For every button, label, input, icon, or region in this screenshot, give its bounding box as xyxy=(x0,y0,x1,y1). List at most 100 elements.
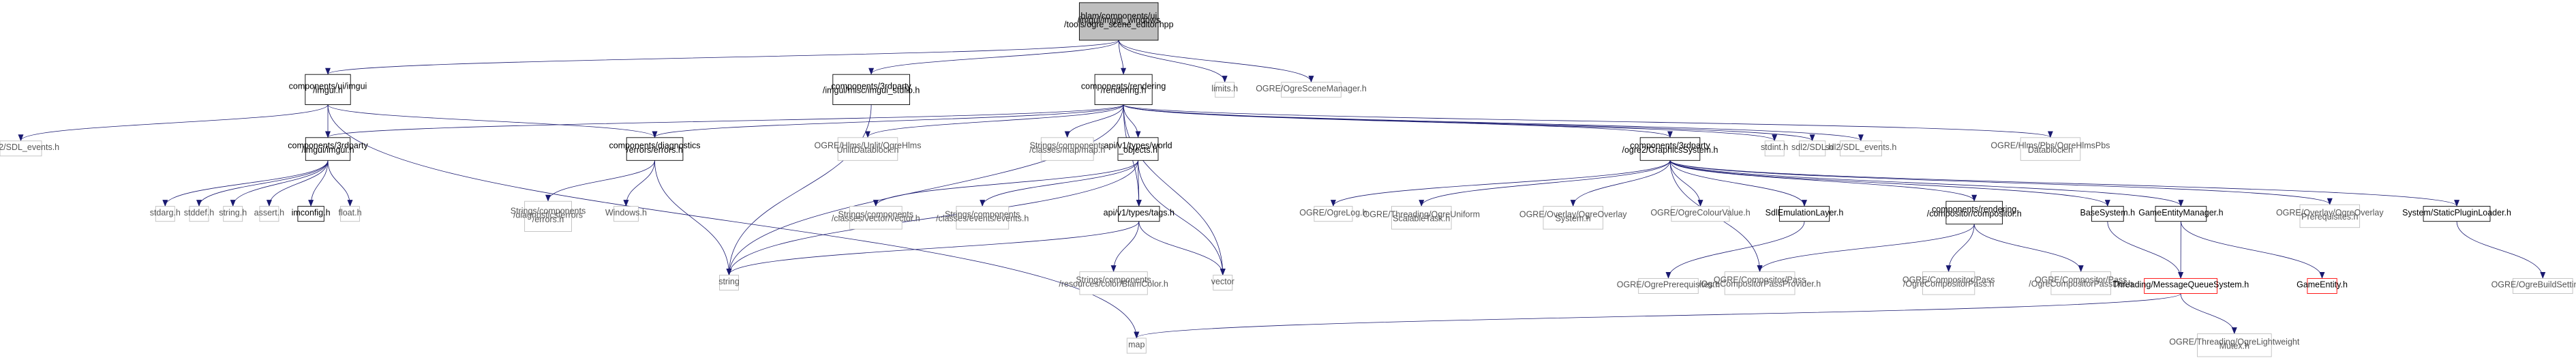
edge-graphics-system-to-ogre-overlay-system xyxy=(1570,160,1671,207)
node-label: BaseSystem.h xyxy=(2080,208,2136,217)
node-box xyxy=(2155,206,2207,222)
node-strings-vector[interactable]: Strings/components/classes/vector/vector… xyxy=(832,206,920,230)
node-label: Threading/MessageQueueSystem.h xyxy=(2112,280,2249,290)
node-sdl2-events-lc[interactable]: sdl2/SDL_events.h xyxy=(1825,140,1896,157)
node-vector[interactable]: vector xyxy=(1211,275,1234,291)
node-label: map xyxy=(1128,340,1145,349)
node-box xyxy=(1094,74,1153,105)
node-stddef[interactable]: stddef.h xyxy=(184,206,215,222)
node-label: OGRE/OgreLog.h xyxy=(1299,208,1367,217)
node-imgui-stdlib[interactable]: components/3rdparty/imgui/misc/imgui_std… xyxy=(823,74,920,105)
node-string-h[interactable]: string.h xyxy=(219,206,247,222)
node-ogre-comp-provider[interactable]: OGRE/Compositor/Pass/OgreCompositorPassP… xyxy=(1699,271,1821,295)
node-ogre-build[interactable]: OGRE/OgreBuildSettings.h xyxy=(2491,278,2576,294)
node-label: components/ui/imgui xyxy=(289,82,367,91)
node-tags-h[interactable]: api/v1/types/tags.h xyxy=(1104,206,1175,222)
node-game-entity[interactable]: GameEntity.h xyxy=(2297,278,2348,294)
node-box xyxy=(837,137,898,161)
node-map[interactable]: map xyxy=(1126,338,1147,354)
node-strings-blamcolor[interactable]: Strings/components/resources/color/BlamC… xyxy=(1059,271,1168,295)
node-ogre-log[interactable]: OGRE/OgreLog.h xyxy=(1299,206,1367,222)
node-stdint-h[interactable]: stdint.h xyxy=(1761,140,1788,157)
node-ogre-prereq[interactable]: OGRE/OgrePrerequisites.h xyxy=(1617,278,1720,294)
node-box xyxy=(524,200,572,232)
edge-static-plugin-to-ogre-build xyxy=(2456,221,2546,279)
node-base-system[interactable]: BaseSystem.h xyxy=(2080,206,2136,222)
node-label: GameEntityManager.h xyxy=(2138,208,2223,217)
node-strings-errors[interactable]: Strings/components/diagnostics/errors/er… xyxy=(511,200,586,232)
node-box xyxy=(1638,278,1699,294)
node-assert-h[interactable]: assert.h xyxy=(254,206,285,222)
edge-graphics-system-to-base-system xyxy=(1669,160,2110,207)
node-windows-h[interactable]: Windows.h xyxy=(605,206,647,222)
node-msg-queue[interactable]: Threading/MessageQueueSystem.h xyxy=(2112,278,2249,294)
node-float-h[interactable]: float.h xyxy=(338,206,362,222)
node-ogre-colour[interactable]: OGRE/OgreColourValue.h xyxy=(1650,206,1751,222)
node-ogre-scene-mgr[interactable]: OGRE/OgreSceneManager.h xyxy=(1256,82,1367,98)
edge-sdl-emulation-to-ogre-prereq xyxy=(1665,221,1805,279)
node-label: components/3rdparty xyxy=(1630,141,1710,151)
edge-imgui-h-to-errors-h xyxy=(327,104,658,138)
node-label: vector xyxy=(1211,277,1234,286)
node-stdarg[interactable]: stdarg.h xyxy=(150,206,181,222)
node-label: System/StaticPluginLoader.h xyxy=(2402,208,2511,217)
node-string[interactable]: string xyxy=(718,275,740,291)
node-sdl-h[interactable]: sdl2/SDL.h xyxy=(1791,140,1833,157)
node-box xyxy=(2091,206,2124,222)
node-imgui-h[interactable]: components/ui/imgui/imgui.h xyxy=(289,74,367,105)
node-box xyxy=(2144,278,2217,294)
node-label: /imgui/imgui_windows xyxy=(1078,16,1161,25)
edge-rendering-h-to-ogre-hlms-unlit xyxy=(865,104,1124,138)
node-imgui-3rd[interactable]: components/3rdparty/imgui/imgui.h xyxy=(288,137,368,161)
node-sdl2-events[interactable]: SDL2/SDL_events.h xyxy=(0,140,59,157)
node-world-objects[interactable]: api/v1/types/world_objects.h xyxy=(1104,137,1172,161)
node-static-plugin[interactable]: System/StaticPluginLoader.h xyxy=(2402,206,2511,222)
node-label: assert.h xyxy=(254,208,285,217)
edge-root-to-imgui-stdlib xyxy=(868,40,1119,75)
node-label: SdlEmulationLayer.h xyxy=(1766,208,1844,217)
node-strings-events[interactable]: Strings/components/classes/events/events… xyxy=(936,206,1029,230)
node-label: Strings/components xyxy=(945,210,1020,220)
node-label: /classes/map/map.h xyxy=(1029,145,1105,155)
edge-rendering-h-to-strings-map xyxy=(1064,104,1124,138)
node-label: /classes/vector/vector.h xyxy=(832,214,920,224)
node-ogre-comp-pass[interactable]: OGRE/Compositor/Pass/OgreCompositorPass.… xyxy=(1903,271,1995,295)
node-box xyxy=(1079,271,1148,295)
node-label: components/rendering xyxy=(1081,82,1166,91)
node-sdl-emulation[interactable]: SdlEmulationLayer.h xyxy=(1766,206,1844,222)
node-box xyxy=(1798,140,1826,157)
node-limits-h[interactable]: limits.h xyxy=(1211,82,1238,98)
node-label: Mutex.h xyxy=(2219,342,2250,351)
edge-msg-queue-to-ogre-lightweight xyxy=(2180,293,2237,335)
node-compositor-h[interactable]: components/rendering/compositor/composit… xyxy=(1927,200,2022,225)
node-strings-map[interactable]: Strings/components/classes/map/map.h xyxy=(1029,137,1105,161)
node-rendering-h[interactable]: components/rendering/rendering.h xyxy=(1081,74,1166,105)
node-graphics-system[interactable]: components/3rdparty/ogre2/GraphicsSystem… xyxy=(1622,137,1718,161)
node-imconfig[interactable]: imconfig.h xyxy=(292,206,331,222)
node-game-entity-mgr[interactable]: GameEntityManager.h xyxy=(2138,206,2224,222)
edge-world-objects-to-strings-events xyxy=(980,160,1138,207)
node-errors-h[interactable]: components/diagnostics/errors/errors.h xyxy=(609,137,701,161)
edge-errors-h-to-strings-errors xyxy=(545,160,655,202)
node-label: OGRE/Threading/OgreLightweight xyxy=(2169,337,2300,346)
node-root[interactable]: blam/components/ui/imgui/imgui_windows/t… xyxy=(1064,2,1174,41)
edge-rendering-h-to-imgui-3rd xyxy=(325,104,1124,138)
node-label: /classes/events/events.h xyxy=(936,214,1029,224)
edge-graphics-system-to-ogre-log xyxy=(1331,160,1671,207)
node-box xyxy=(1671,206,1730,222)
node-box xyxy=(1126,338,1147,354)
node-label: /errors.h xyxy=(532,215,564,224)
edge-compositor-h-to-ogre-comp-passdef xyxy=(1973,224,2084,273)
edge-base-system-to-msg-queue xyxy=(2107,221,2184,279)
edge-errors-h-to-string xyxy=(654,160,732,275)
node-box xyxy=(1839,140,1882,157)
node-label: Windows.h xyxy=(605,208,647,217)
node-ogre-comp-passdef[interactable]: OGRE/Compositor/Pass/OgreCompositorPassD… xyxy=(2029,271,2133,295)
